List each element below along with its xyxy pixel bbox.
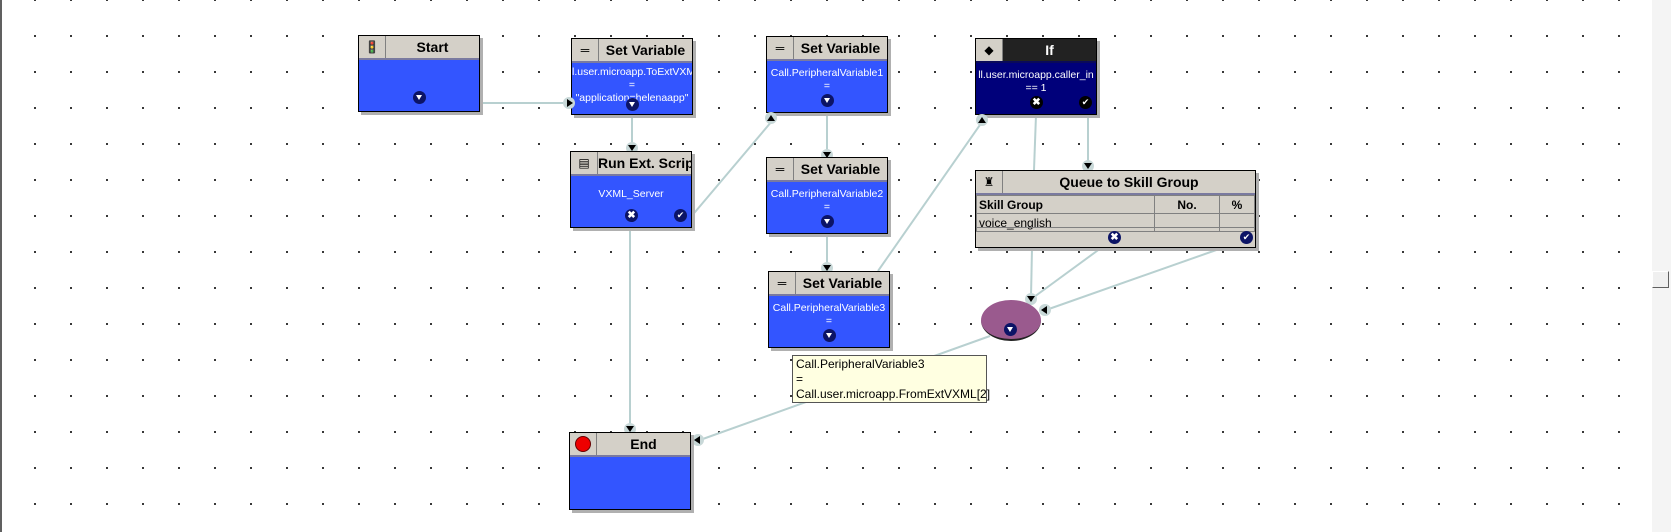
- set-variable-node[interactable]: ═ Set Variable Call.PeripheralVariable1=: [766, 36, 888, 113]
- false-port-icon[interactable]: ✖: [1030, 96, 1043, 109]
- output-port-icon[interactable]: [1004, 323, 1017, 336]
- output-port-icon[interactable]: [626, 98, 639, 111]
- script-icon: ▤: [571, 152, 598, 174]
- stop-icon: [570, 433, 597, 455]
- input-port-icon[interactable]: [692, 434, 704, 446]
- queue-footer: ✖ ✔: [976, 227, 1255, 247]
- input-port-icon[interactable]: [1025, 293, 1037, 305]
- true-port-icon[interactable]: ✔: [674, 209, 687, 222]
- output-port-icon[interactable]: [821, 215, 834, 228]
- set-variable-node[interactable]: ═Set Variable l.user.microapp.ToExtVXM="…: [571, 38, 693, 115]
- node-title: Run Ext. Script: [598, 155, 691, 171]
- output-port-icon[interactable]: [823, 329, 836, 342]
- true-port-icon[interactable]: ✔: [1079, 96, 1092, 109]
- node-line: Call.PeripheralVariable2: [770, 188, 884, 200]
- scrollbar-thumb[interactable]: [1652, 271, 1669, 288]
- node-line: == 1: [1025, 82, 1047, 94]
- set-variable-node[interactable]: ═ Set Variable Call.PeripheralVariable3=: [768, 271, 890, 348]
- true-port-icon[interactable]: ✔: [1240, 231, 1253, 244]
- start-node[interactable]: 🚦 Start: [358, 35, 480, 112]
- column-header: No.: [1154, 195, 1220, 214]
- false-port-icon[interactable]: ✖: [625, 209, 638, 222]
- output-port-icon[interactable]: [821, 94, 834, 107]
- input-port-icon[interactable]: [1039, 304, 1051, 316]
- end-node[interactable]: End: [569, 432, 691, 510]
- input-port-icon[interactable]: [1082, 160, 1094, 172]
- traffic-light-icon: 🚦: [359, 36, 386, 58]
- connector-queue-ok: [1045, 247, 1223, 311]
- node-line: ll.user.microapp.caller_in: [978, 69, 1094, 81]
- node-line: =: [823, 201, 831, 213]
- queue-icon: ♜: [976, 171, 1003, 193]
- tooltip: Call.PeripheralVariable3 = Call.user.mic…: [792, 355, 991, 403]
- node-line: =: [825, 315, 833, 327]
- connector-pv3-if: [877, 121, 983, 272]
- connector-runext-pv1: [689, 120, 773, 219]
- input-port-icon[interactable]: [563, 97, 575, 109]
- equals-icon: ═: [769, 272, 796, 294]
- connector-queue-down: [1030, 247, 1033, 298]
- output-port-icon[interactable]: [413, 91, 426, 104]
- node-title: Start: [416, 39, 449, 55]
- node-title: Set Variable: [802, 275, 883, 291]
- set-variable-node[interactable]: ═ Set Variable Call.PeripheralVariable2=: [766, 157, 888, 234]
- vertical-scrollbar[interactable]: [1652, 0, 1671, 532]
- node-title: Set Variable: [605, 42, 686, 58]
- column-header: %: [1219, 195, 1255, 214]
- node-line: VXML_Server: [598, 188, 664, 200]
- input-port-icon[interactable]: [976, 114, 988, 126]
- false-port-icon[interactable]: ✖: [1108, 231, 1121, 244]
- equals-icon: ═: [767, 158, 794, 180]
- run-ext-script-node[interactable]: ▤Run Ext. Script VXML_Server ✖ ✔: [570, 151, 692, 228]
- diamond-icon: ◆: [976, 39, 1003, 61]
- connector-if-false-ellipse: [1033, 114, 1037, 171]
- tooltip-line: Call.PeripheralVariable3: [796, 357, 925, 371]
- tooltip-line: =: [796, 372, 804, 386]
- node-title: If: [1045, 42, 1054, 58]
- equals-icon: ═: [767, 37, 794, 59]
- equals-icon: ═: [572, 39, 599, 61]
- node-line: Call.PeripheralVariable3: [772, 302, 886, 314]
- node-title: Queue to Skill Group: [1059, 174, 1199, 190]
- node-line: =: [823, 80, 831, 92]
- node-title: End: [630, 436, 657, 452]
- connector-node[interactable]: [981, 300, 1041, 341]
- node-title: Set Variable: [800, 161, 881, 177]
- node-line: l.user.microapp.ToExtVXM: [572, 66, 692, 78]
- input-port-icon[interactable]: [765, 112, 777, 124]
- tooltip-line: Call.user.microapp.FromExtVXML[2]: [796, 387, 991, 401]
- node-line: Call.PeripheralVariable1: [770, 67, 884, 79]
- if-node[interactable]: ◆ If ll.user.microapp.caller_in== 1 ✖ ✔: [975, 38, 1097, 115]
- node-line: =: [628, 79, 636, 91]
- queue-to-skill-group-node[interactable]: ♜Queue to Skill Group Skill Group No. % …: [975, 170, 1256, 248]
- node-title: Set Variable: [800, 40, 881, 56]
- connector-queue-x: [1033, 247, 1102, 298]
- column-header: Skill Group: [976, 195, 1155, 214]
